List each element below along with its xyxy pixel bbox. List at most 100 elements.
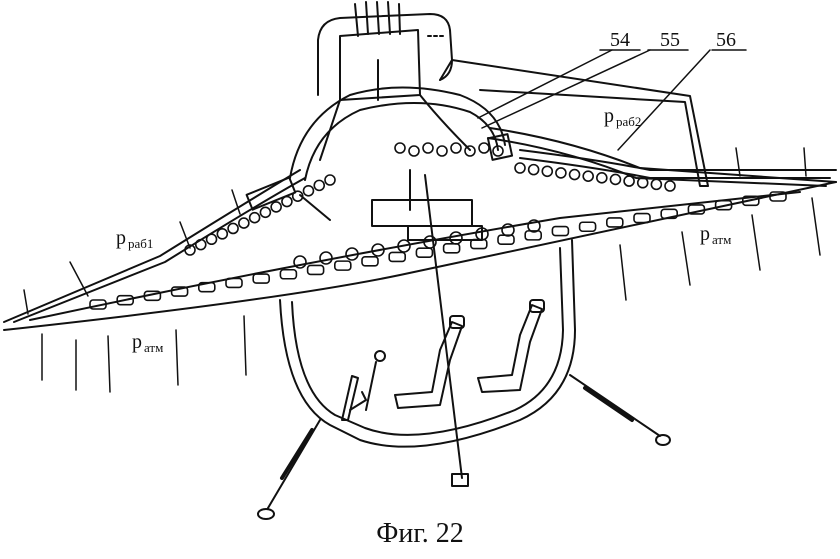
- label-p-atm-right: p атм: [700, 223, 731, 247]
- wing-rib-circle: [636, 176, 649, 189]
- wing-rib-circle: [664, 180, 676, 192]
- wing-rib-circle: [596, 172, 608, 184]
- wing-rib-circle: [568, 168, 581, 181]
- hub-rib-circle: [436, 145, 448, 157]
- svg-text:раб2: раб2: [616, 114, 641, 129]
- wing-rib-circle: [514, 162, 526, 174]
- wing-rib-circle: [650, 178, 663, 191]
- flow-line-right-2: [519, 157, 831, 179]
- hub-rib-circle: [492, 145, 504, 157]
- hub-rib-circle: [319, 251, 333, 265]
- label-p-atm-left: p атм: [132, 331, 163, 355]
- intake-right-channel: [419, 94, 471, 151]
- svg-text:p: p: [700, 223, 710, 245]
- wing-rib-circle: [238, 217, 250, 229]
- hub-rib-circle: [423, 235, 437, 249]
- intake-left-channel: [319, 99, 341, 161]
- cabin-outline: [279, 239, 576, 448]
- tail-fin: [439, 59, 709, 187]
- wing-rib-circle: [623, 175, 635, 187]
- wing-cell: [198, 281, 216, 293]
- hub-rib-circle: [450, 142, 462, 154]
- wing-cell: [605, 217, 624, 228]
- actuator-left: [245, 176, 297, 211]
- wing-cell: [306, 264, 325, 276]
- wing-rib-circle: [216, 228, 229, 240]
- wing-cell: [524, 230, 543, 241]
- seat-right: [477, 299, 545, 393]
- seat-left: [394, 315, 465, 409]
- wing-cell: [279, 268, 298, 280]
- wing-cell: [225, 277, 243, 289]
- wing-rib-circle: [302, 184, 315, 197]
- leader-55: [481, 49, 651, 129]
- strut-b: [299, 194, 331, 221]
- wing-cell: [497, 234, 515, 245]
- wing-rib-circle: [324, 174, 336, 186]
- hub-rib-circle: [408, 145, 420, 157]
- wing-cell: [714, 199, 733, 211]
- wing-cell: [687, 204, 706, 215]
- wing-rib-circle: [259, 206, 272, 219]
- wing-cell: [361, 255, 379, 267]
- shaft-foot: [451, 473, 469, 487]
- intake-tank: [317, 13, 453, 96]
- wing-rib-circle: [270, 201, 282, 213]
- wing-cell: [551, 225, 570, 237]
- label-p-rab1: p раб1: [116, 227, 153, 251]
- wing-rib-circle: [281, 195, 293, 208]
- actuator-bar: [407, 225, 483, 241]
- landing-leg-left: [257, 419, 321, 520]
- intake-arrows: [354, 1, 401, 101]
- wing-lower-surface: [3, 181, 837, 331]
- actuator-center: [486, 133, 514, 161]
- figure-caption: Фиг. 22: [376, 518, 464, 549]
- wing-rib-circle: [527, 163, 540, 176]
- wing-cell: [388, 251, 407, 263]
- hub-rib-circle: [422, 142, 434, 154]
- hub-rib-circle: [475, 227, 489, 241]
- wing-upper-right-outer: [489, 127, 837, 183]
- wing-cell: [89, 299, 107, 310]
- wing-cell: [252, 273, 270, 284]
- wing-cell: [116, 294, 134, 306]
- wing-ribs: [89, 142, 787, 310]
- wing-cell: [170, 286, 189, 297]
- wing-rib-circle: [609, 173, 622, 186]
- wing-rib-circle: [555, 167, 567, 179]
- svg-text:p: p: [132, 331, 142, 353]
- wing-rib-circle: [184, 244, 196, 256]
- dome-inner: [304, 101, 499, 181]
- svg-text:p: p: [604, 105, 614, 127]
- wing-cell: [741, 195, 760, 207]
- hub-rib-circle: [449, 231, 463, 245]
- actuator-ring: [371, 199, 473, 227]
- pressure-arrows-below: [41, 197, 821, 393]
- wing-rib-circle: [541, 165, 554, 178]
- callout-55: 55: [660, 29, 680, 51]
- hub-rib-circle: [464, 145, 476, 157]
- hub-rib-circle: [501, 223, 515, 237]
- svg-text:раб1: раб1: [128, 236, 153, 251]
- wing-rib-circle: [291, 190, 304, 202]
- leader-56: [617, 49, 711, 151]
- hub-rib-circle: [478, 142, 490, 154]
- svg-text:атм: атм: [712, 232, 731, 247]
- wing-cell: [633, 212, 651, 224]
- flow-line-right-1: [519, 149, 837, 171]
- wing-cell: [578, 221, 597, 233]
- hub-rib-circle: [397, 239, 411, 253]
- leader-54: [477, 49, 613, 119]
- hub-rib-circle: [527, 219, 541, 233]
- wing-cell: [660, 208, 679, 220]
- wing-rib-circle: [227, 222, 239, 235]
- callout-54: 54: [610, 29, 630, 51]
- hub-rib-circle: [345, 247, 359, 261]
- wing-cell: [442, 243, 461, 254]
- dome-outline: [289, 86, 506, 179]
- wing-rib-circle: [205, 233, 218, 246]
- wing-mid-rib: [29, 191, 801, 321]
- control-stick: [341, 350, 386, 421]
- wing-cell: [769, 191, 787, 202]
